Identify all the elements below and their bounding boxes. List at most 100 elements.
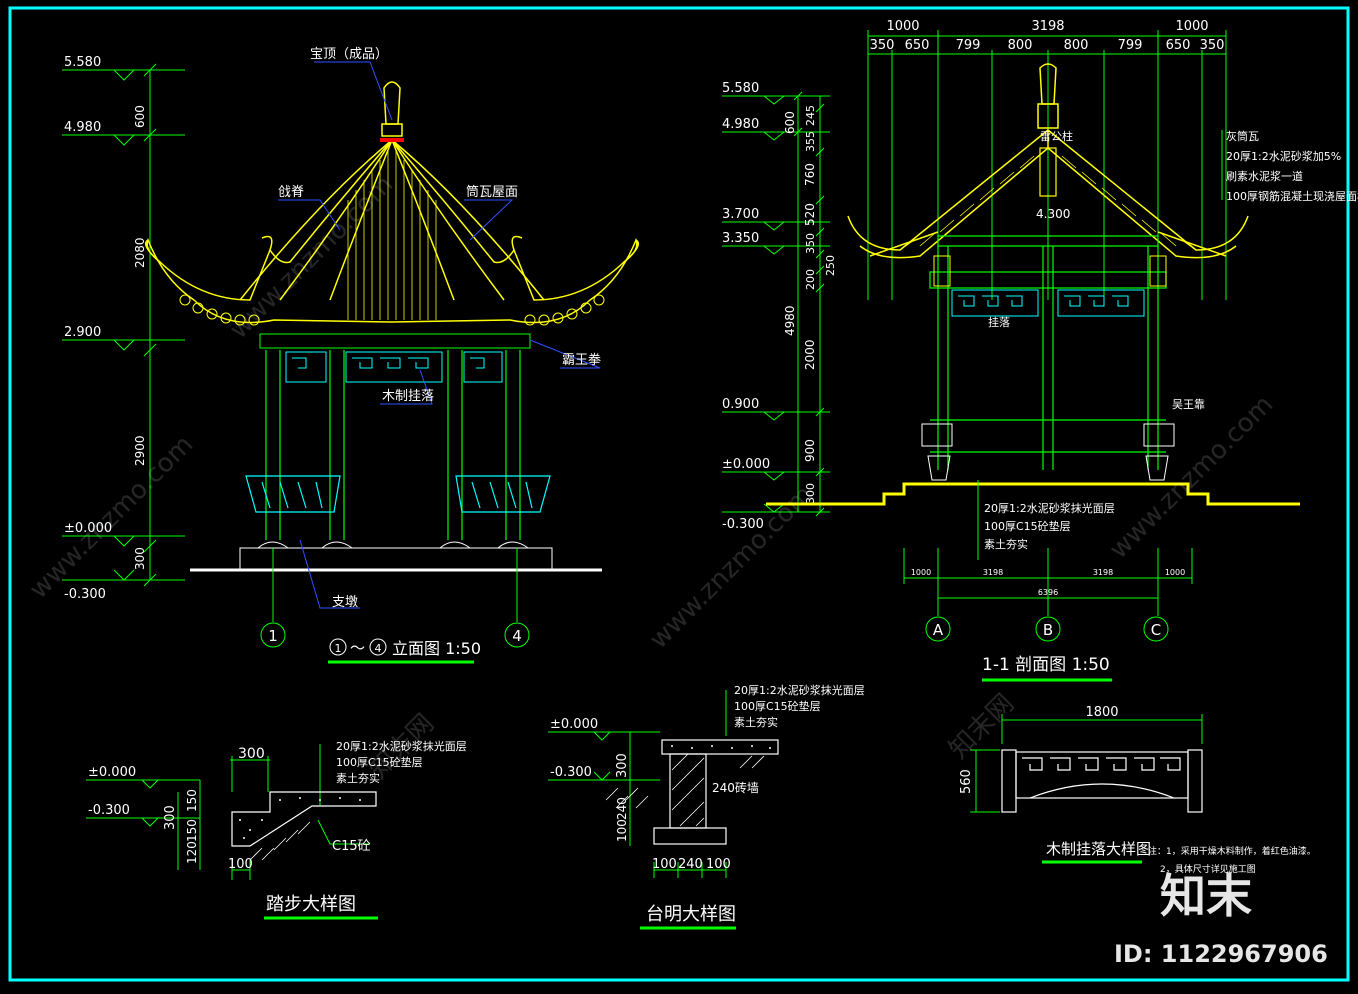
hanging-note-1: 注：1，采用干燥木料制作，着红色油漆。 <box>1148 845 1316 857</box>
section-top-dim-1000-left: 1000 <box>886 19 919 34</box>
hanging-note-2: 2，具体尺寸详见施工图 <box>1160 863 1256 875</box>
platform-wall-label: 240砖墙 <box>712 780 759 795</box>
elevation-benches <box>245 475 551 513</box>
step-dim-300-top: 300 <box>238 746 265 762</box>
section-benches <box>921 423 1175 481</box>
section-top-dim-350a: 350 <box>870 38 895 53</box>
section-roof-rafters <box>899 155 1197 251</box>
step-soil-hatch <box>249 821 311 861</box>
step-level-neg0300: -0.300 <box>88 803 130 818</box>
step-dim-120: 120 <box>185 841 199 864</box>
section-level-marks <box>722 95 830 513</box>
label-ridge: 戗脊 <box>278 185 304 200</box>
section-top-dim-650b: 650 <box>1166 38 1191 53</box>
elevation-title-b: 4 <box>375 642 382 655</box>
elevation-leaders <box>278 61 601 609</box>
step-spec-2: 100厚C15砼垫层 <box>336 755 423 769</box>
step-level-0000: ±0.000 <box>88 765 136 780</box>
elevation-axes <box>260 548 530 648</box>
sheet-frame <box>8 6 1350 982</box>
elevation-level-2900: 2.900 <box>64 325 101 340</box>
elevation-dim-2900: 2900 <box>133 435 147 466</box>
section-dim-900: 900 <box>803 439 817 462</box>
elevation-level-0000: ±0.000 <box>64 521 112 536</box>
elevation-beam <box>259 333 531 349</box>
section-dim-520: 520 <box>803 203 817 226</box>
step-section <box>231 791 377 847</box>
label-section-bracket: 吴王靠 <box>1172 397 1205 411</box>
floor-spec-2: 100厚C15砼垫层 <box>984 519 1071 533</box>
platform-detail-title: 台明大样图 <box>646 904 736 925</box>
section-top-dim-800a: 800 <box>1008 38 1033 53</box>
step-spec-3: 素土夯实 <box>336 771 380 785</box>
platform-spec-2: 100厚C15砼垫层 <box>734 699 821 713</box>
section-top-dim-799a: 799 <box>956 38 981 53</box>
step-detail-marks <box>86 744 321 880</box>
section-left-dims <box>793 91 825 517</box>
section-dim-300: 300 <box>804 483 817 504</box>
section-level-3700: 3.700 <box>722 207 759 222</box>
elevation-dim-2080: 2080 <box>133 237 147 268</box>
step-detail-title: 踏步大样图 <box>266 894 356 915</box>
section-bottom-dims <box>903 548 1193 616</box>
platform-dim-bottom-100a: 100 <box>652 857 677 872</box>
section-dim-250: 250 <box>824 255 837 276</box>
section-top-dim-800b: 800 <box>1064 38 1089 53</box>
axis-bubble-c: C <box>1151 621 1161 639</box>
roof-tile-lines <box>347 150 437 320</box>
elevation-level-5580: 5.580 <box>64 55 101 70</box>
label-roof-tile: 筒瓦屋面 <box>466 184 518 200</box>
axis-bubble-1: 1 <box>268 627 278 645</box>
section-dim-350: 350 <box>804 233 817 254</box>
section-dim-355: 355 <box>804 131 817 152</box>
step-detail: 300 300 150 150 120 100 ±0.000 -0.300 20… <box>86 739 467 920</box>
section-level-0900: 0.900 <box>722 397 759 412</box>
section-top-dim-3198: 3198 <box>1031 19 1064 34</box>
elevation-level-marks <box>62 69 185 581</box>
floor-spec-3: 素土夯实 <box>984 537 1028 551</box>
hanging-detail: 1800 560 木制挂落大样图 注：1，采用干燥木料制作，着红色油漆。 2，具… <box>959 705 1316 875</box>
elevation-columns <box>265 350 521 540</box>
elevation-dim-300: 300 <box>133 547 147 570</box>
section-column-caps <box>933 255 1167 287</box>
elevation-title-sep: ～ <box>350 639 365 657</box>
elevation-title-circles <box>329 638 387 656</box>
platform-dim-240: 240 <box>615 797 629 820</box>
section-bottom-dim-1000b: 1000 <box>1165 568 1185 577</box>
section-axis-bubbles <box>925 616 1169 642</box>
watermark-brand: 知末 <box>1160 869 1252 923</box>
section-level-neg0300: -0.300 <box>722 517 764 532</box>
section-dim-2000: 2000 <box>803 339 817 370</box>
platform-concrete-dots <box>671 745 771 749</box>
roof-spec-2: 20厚1:2水泥砂浆加5% <box>1226 149 1341 163</box>
section-dim-4980: 4980 <box>783 305 797 336</box>
section-top-dims <box>867 30 1227 300</box>
platform-brick-hatch <box>605 753 765 827</box>
label-king-post: 雷公柱 <box>1040 129 1073 143</box>
label-section-hanging: 挂落 <box>988 315 1010 329</box>
elevation-level-4980: 4.980 <box>64 120 101 135</box>
section-bottom-total: 6396 <box>1038 588 1058 597</box>
step-dim-150b: 150 <box>185 819 199 842</box>
elevation-view: 5.580 4.980 2.900 ±0.000 -0.300 600 2080… <box>62 47 639 664</box>
step-spec-1: 20厚1:2水泥砂浆抹光面层 <box>336 739 467 753</box>
section-top-dim-350b: 350 <box>1200 38 1225 53</box>
section-structure <box>929 235 1167 470</box>
platform-spec-1: 20厚1:2水泥砂浆抹光面层 <box>734 683 865 697</box>
label-bracket: 霸王拳 <box>562 352 601 368</box>
section-dim-600: 600 <box>783 111 797 134</box>
roof-eave-tiles <box>179 294 605 326</box>
section-level-0000: ±0.000 <box>722 457 770 472</box>
hanging-frame <box>1001 749 1203 813</box>
step-dim-100: 100 <box>228 857 253 872</box>
label-finial: 宝顶（成品） <box>310 47 388 62</box>
section-view: 1000 3198 1000 350 650 799 800 800 799 6… <box>722 19 1358 682</box>
label-pier: 支墩 <box>332 595 358 610</box>
section-title: 1-1 剖面图 1:50 <box>982 655 1110 675</box>
roof-spec-1: 灰筒瓦 <box>1226 129 1259 143</box>
platform-spec-3: 素土夯实 <box>734 715 778 729</box>
section-bottom-dim-3198a: 3198 <box>983 568 1003 577</box>
